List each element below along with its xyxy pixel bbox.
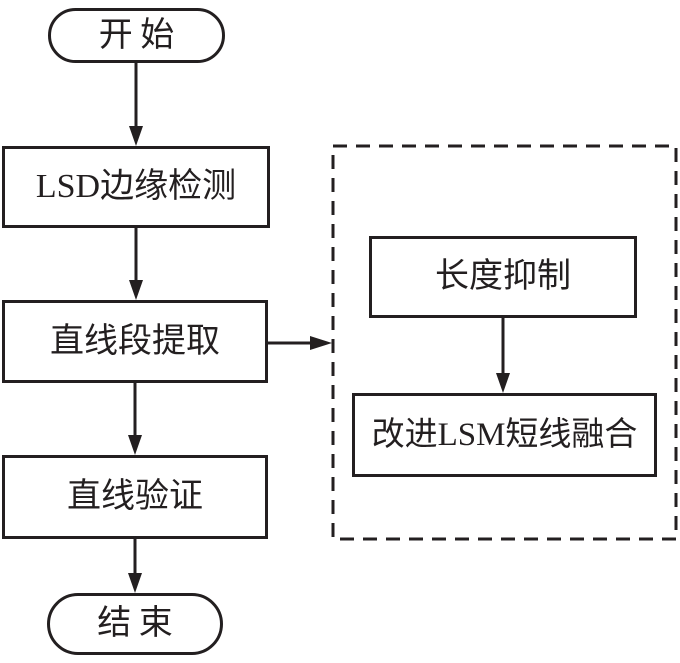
arrow-shaft <box>134 228 138 283</box>
node-line-verification-label: 直线验证 <box>67 478 203 515</box>
arrow-start-to-lsd <box>129 62 143 146</box>
arrowhead-down-icon <box>129 280 143 300</box>
dashed-rect-icon <box>331 144 678 541</box>
arrowhead-down-icon <box>129 126 143 146</box>
node-start-label: 开始 <box>98 16 182 54</box>
arrow-shaft <box>501 318 505 376</box>
node-improved-lsm-fusion-label: 改进LSM短线融合 <box>371 416 638 453</box>
arrowhead-right-icon <box>310 336 332 350</box>
node-lsd-edge-detection: LSD边缘检测 <box>2 146 270 228</box>
node-line-segment-extraction-label: 直线段提取 <box>50 322 220 360</box>
node-improved-lsm-fusion: 改进LSM短线融合 <box>352 393 657 477</box>
node-length-suppression-label: 长度抑制 <box>435 258 571 295</box>
arrow-shaft <box>268 341 313 345</box>
arrow-suppression-to-fusion <box>496 318 510 393</box>
arrow-shaft <box>133 383 137 438</box>
arrow-lsd-to-extraction <box>129 228 143 300</box>
node-lsd-edge-detection-label: LSD边缘检测 <box>35 168 237 205</box>
arrowhead-down-icon <box>496 373 510 393</box>
arrow-verification-to-end <box>128 539 142 593</box>
node-start: 开始 <box>48 8 225 63</box>
arrowhead-down-icon <box>128 573 142 593</box>
node-line-segment-extraction: 直线段提取 <box>2 300 268 383</box>
arrow-extraction-to-dashed-group <box>268 336 332 350</box>
arrowhead-down-icon <box>128 435 142 455</box>
node-end: 结束 <box>47 593 223 655</box>
node-length-suppression: 长度抑制 <box>369 236 637 318</box>
arrow-extraction-to-verification <box>128 383 142 455</box>
arrow-shaft <box>134 62 138 129</box>
node-line-verification: 直线验证 <box>2 455 268 539</box>
dashed-group-border <box>331 144 678 541</box>
arrow-shaft <box>133 539 137 576</box>
node-end-label: 结束 <box>97 605 181 642</box>
